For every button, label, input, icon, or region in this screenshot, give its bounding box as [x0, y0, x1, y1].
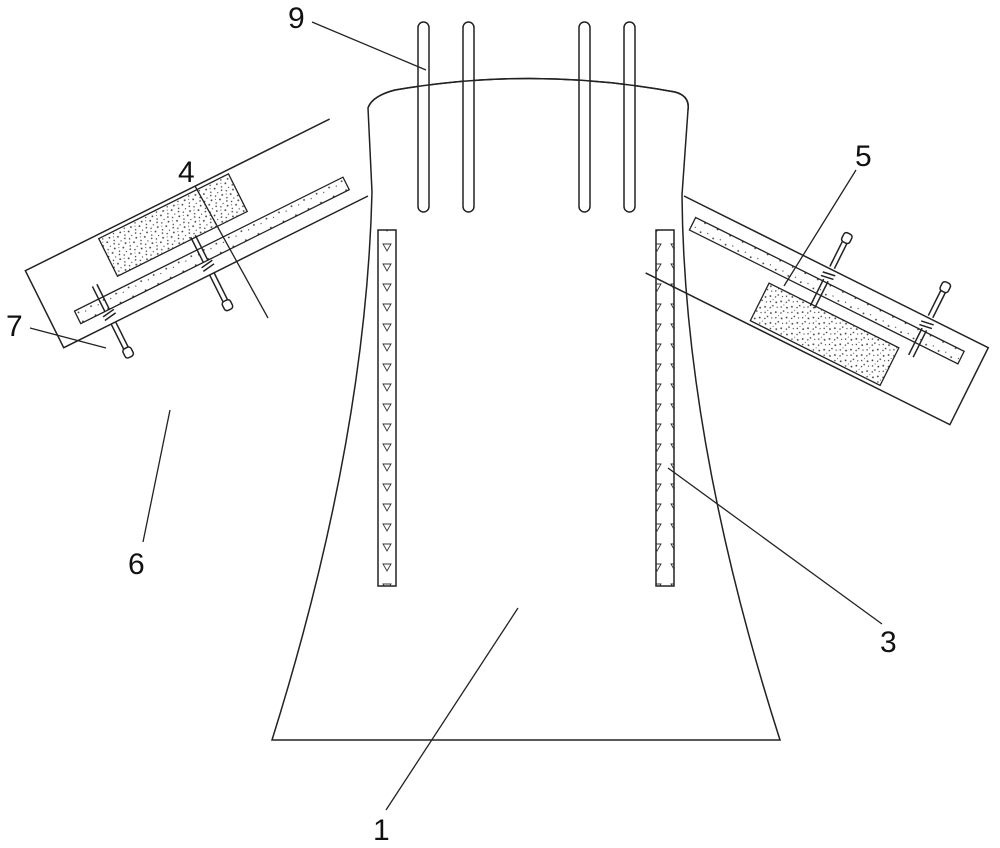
liner-strip-left	[378, 230, 396, 586]
label-7: 7	[6, 310, 23, 343]
right-arm	[646, 160, 1000, 424]
vent-tube	[463, 22, 474, 212]
leader-3	[668, 468, 882, 624]
left-arm	[25, 119, 385, 383]
label-4: 4	[178, 156, 195, 189]
leader-9	[312, 22, 426, 70]
filter-block-right	[750, 283, 899, 385]
label-6: 6	[128, 548, 145, 581]
label-1: 1	[373, 814, 390, 847]
leader-1	[386, 608, 518, 810]
main-body-outline	[272, 78, 780, 740]
label-3: 3	[880, 626, 897, 659]
filter-block-left	[99, 174, 248, 276]
leader-lines	[30, 22, 882, 810]
label-9: 9	[288, 2, 305, 35]
liner-strips	[378, 230, 674, 586]
vent-tube	[418, 22, 429, 212]
label-5: 5	[855, 140, 872, 173]
vent-tube	[624, 22, 635, 212]
leader-5	[784, 170, 856, 286]
vent-tube	[579, 22, 590, 212]
vent-tubes	[368, 22, 688, 212]
leader-6	[143, 410, 170, 542]
